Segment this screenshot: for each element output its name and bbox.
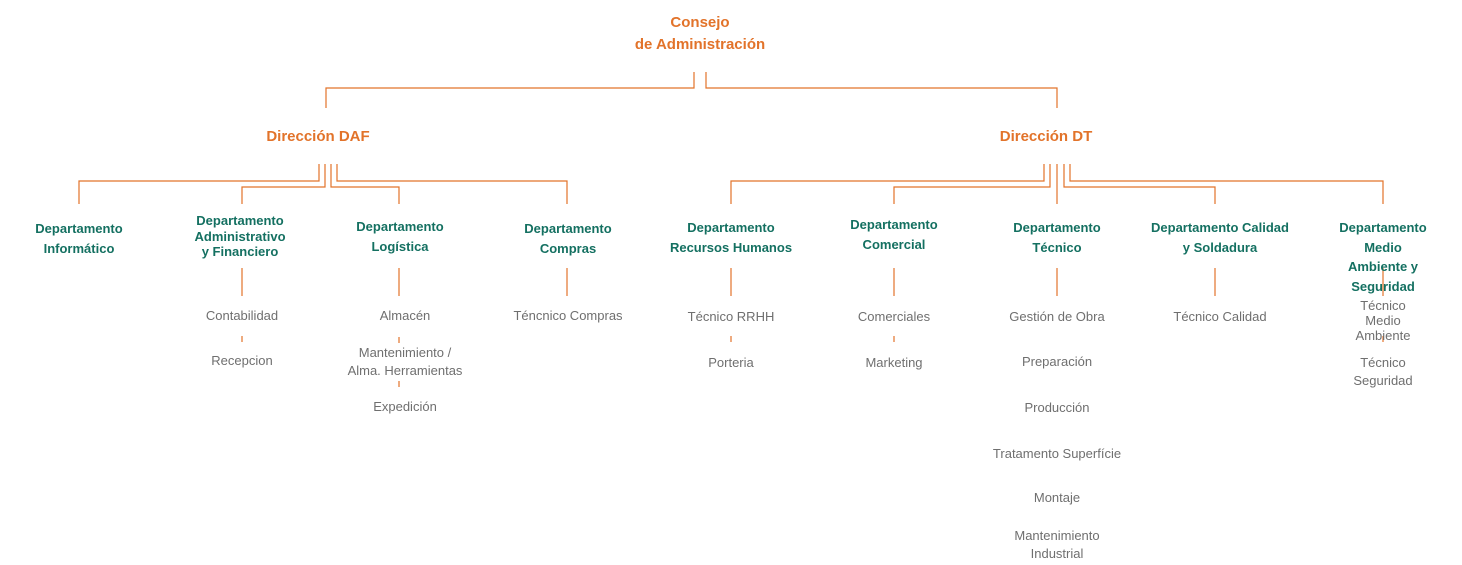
- dept-compras: Departamento Compras: [524, 221, 612, 256]
- item-contabilidad: Contabilidad: [205, 308, 279, 323]
- item-mantenimiento-herramientas: Mantenimiento / Alma. Herramientas: [347, 345, 463, 378]
- item-almacen: Almacén: [379, 308, 431, 323]
- item-preparacion: Preparación: [1021, 354, 1093, 369]
- item-tratamento-superficie: Tratamento Superfície: [992, 446, 1122, 461]
- node-consejo: Consejo de Administración: [634, 14, 766, 53]
- connector-daf-administrativo: [241, 164, 326, 204]
- connector-top-dt: [705, 72, 1058, 108]
- item-recepcion: Recepcion: [211, 353, 273, 368]
- connector-daf-compras: [336, 164, 568, 204]
- dept-calidad: Departamento Calidad y Soldadura: [1151, 220, 1289, 255]
- item-expedicion: Expedición: [373, 399, 437, 414]
- item-produccion: Producción: [1024, 400, 1090, 415]
- item-montaje: Montaje: [1033, 490, 1081, 505]
- item-tecnico-rrhh: Técnico RRHH: [687, 309, 775, 324]
- connector-dt-comercial: [893, 164, 1051, 204]
- node-direccion-dt: Dirección DT: [999, 128, 1093, 145]
- dept-logistica: Departamento Logística: [356, 219, 444, 254]
- dept-informatico: Departamento Informático: [35, 221, 123, 256]
- connector-top-daf: [325, 72, 695, 108]
- item-tecnico-compras: Téncnico Compras: [513, 308, 623, 323]
- item-mantenimiento-industrial: Mantenimiento Industrial: [1014, 528, 1100, 561]
- item-gestion-obra: Gestión de Obra: [1009, 309, 1105, 324]
- item-comerciales: Comerciales: [857, 309, 931, 324]
- dept-comercial: Departamento Comercial: [850, 217, 938, 252]
- item-tecnico-calidad: Técnico Calidad: [1173, 309, 1267, 324]
- connector-dt-medioambiente: [1069, 164, 1384, 204]
- connector-dt-calidad: [1063, 164, 1216, 204]
- dept-rrhh: Departamento Recursos Humanos: [669, 220, 793, 255]
- item-porteria: Porteria: [708, 355, 754, 370]
- connector-daf-informatico: [78, 164, 320, 204]
- dept-administrativo: Departamento Administrativo y Financiero: [194, 213, 286, 260]
- item-marketing: Marketing: [865, 355, 923, 370]
- item-tecnico-seguridad: Técnico Seguridad: [1353, 355, 1413, 388]
- connector-daf-logistica: [330, 164, 400, 204]
- connector-dt-rrhh: [730, 164, 1045, 204]
- item-tecnico-medio-ambiente: Técnico Medio Ambiente: [1355, 298, 1411, 343]
- dept-medioambiente: Departamento Medio Ambiente y Seguridad: [1339, 220, 1427, 294]
- node-direccion-daf: Dirección DAF: [266, 128, 370, 145]
- dept-tecnico: Departamento Técnico: [1013, 220, 1101, 255]
